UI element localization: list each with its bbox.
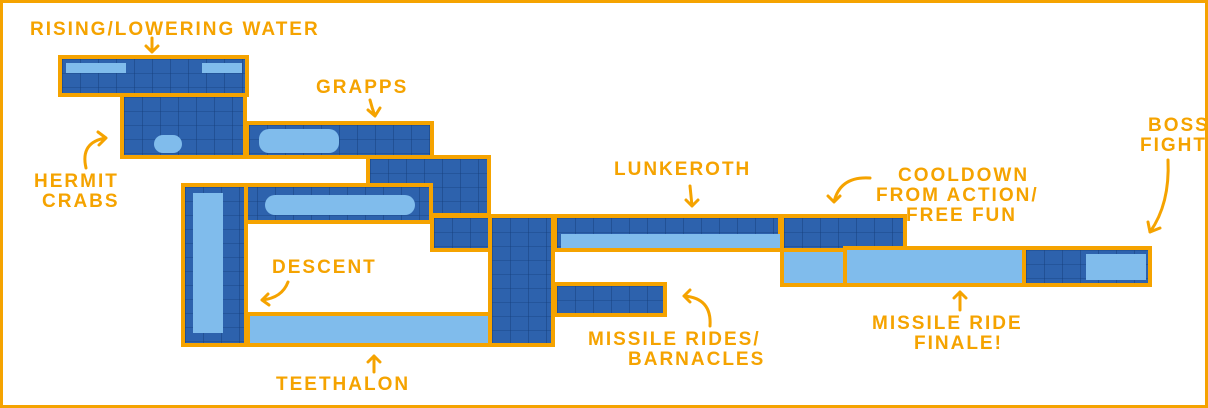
label-cooldown-2: FROM ACTION/ [876, 185, 1039, 206]
label-descent: DESCENT [272, 257, 377, 278]
label-finale-2: FINALE! [914, 333, 1003, 354]
arrow-descent [260, 280, 290, 307]
room-hermit-crabs [120, 93, 247, 159]
room-teethalon [246, 312, 492, 347]
arrow-boss-fight [1146, 158, 1170, 234]
room-grapps [245, 121, 434, 159]
label-rising-water: RISING/LOWERING WATER [30, 19, 320, 40]
room-boss-fight [1022, 246, 1152, 287]
room-rising-water [58, 55, 249, 97]
label-cooldown-3: FREE FUN [906, 205, 1017, 226]
arrow-teethalon [366, 354, 382, 374]
room-descent-shaft [181, 183, 248, 347]
label-cooldown-1: COOLDOWN [898, 165, 1030, 186]
label-boss-1: BOSS [1148, 115, 1208, 136]
label-finale-1: MISSILE RIDE [872, 313, 1023, 334]
room-missile-finale [843, 246, 1026, 287]
label-missile-rides-2: BARNACLES [628, 349, 766, 370]
arrow-finale [952, 290, 968, 312]
arrow-lunkeroth [684, 184, 700, 208]
label-boss-2: FIGHT [1140, 135, 1207, 156]
label-hermit-crabs-1: HERMIT [34, 171, 119, 192]
arrow-hermit-crabs [83, 130, 108, 170]
room-lunkeroth [553, 214, 782, 252]
label-hermit-crabs-2: CRABS [42, 191, 120, 212]
room-missile-shaft [488, 214, 555, 347]
label-teethalon: TEETHALON [276, 374, 411, 395]
arrow-rising-water [144, 36, 160, 54]
arrow-missile-rides [682, 288, 712, 328]
label-lunkeroth: LUNKEROTH [614, 159, 752, 180]
arrow-cooldown [826, 176, 872, 204]
room-missile-rides [553, 282, 667, 317]
arrow-grapps [366, 98, 382, 118]
label-missile-rides-1: MISSILE RIDES/ [588, 329, 761, 350]
label-grapps: GRAPPS [316, 77, 409, 98]
